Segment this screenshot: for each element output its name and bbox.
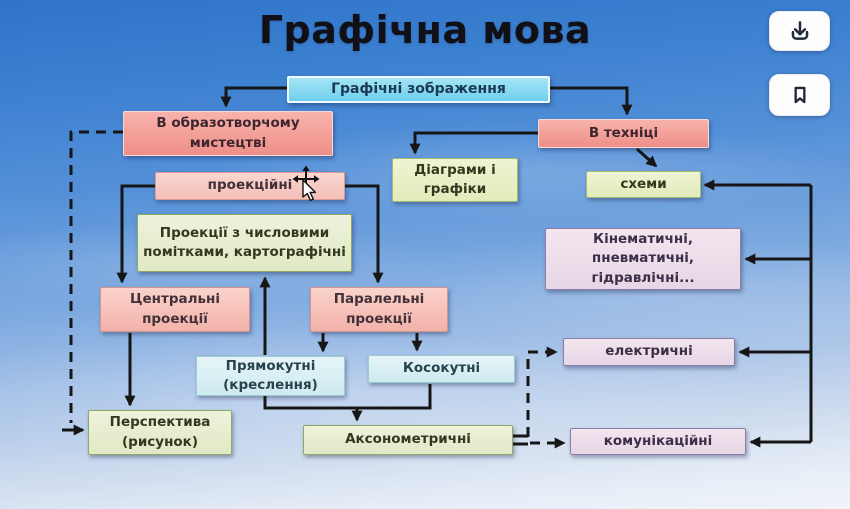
node-parallel-label: Паралельні проекції xyxy=(333,291,425,327)
node-technics: В техніці xyxy=(538,119,709,148)
node-numeric-marks-label: Проекції з числовими помітками, картогра… xyxy=(143,224,346,260)
node-axonometric-label: Аксонометричні xyxy=(345,431,471,448)
node-oblique-label: Косокутні xyxy=(402,360,481,377)
dash-axonometric-to-electric xyxy=(526,346,558,437)
cursor-cross-up xyxy=(302,165,310,171)
node-communication-label: комунікаційні xyxy=(603,432,713,449)
node-fine-arts-label: В образотворчому мистецтві xyxy=(156,115,300,151)
node-graphic-images: Графічні зображення xyxy=(287,76,550,103)
download-icon xyxy=(791,21,808,40)
node-graphic-images-label: Графічні зображення xyxy=(331,80,506,97)
node-kinematic-label: Кінематичні, пневматичні, гідравлічні... xyxy=(591,231,695,286)
page-title: Графічна мова xyxy=(258,8,592,52)
node-numeric-marks: Проекції з числовими помітками, картогра… xyxy=(137,214,352,272)
node-technics-label: В техніці xyxy=(588,124,659,141)
node-projection: проекційні xyxy=(155,172,345,200)
node-electric-label: електричні xyxy=(605,343,693,360)
node-perspective: Перспектива (рисунок) xyxy=(88,410,232,455)
node-projection-label: проекційні xyxy=(207,177,293,194)
node-schemes: схеми xyxy=(586,171,701,198)
node-communication: комунікаційні xyxy=(570,428,746,455)
node-central-label: Центральні проекції xyxy=(130,291,220,327)
arrow-technics-to-diagrams xyxy=(409,131,538,155)
node-schemes-label: схеми xyxy=(620,175,667,192)
bookmark-icon xyxy=(793,86,806,104)
node-kinematic: Кінематичні, пневматичні, гідравлічні... xyxy=(545,228,741,290)
arrow-root-to-fine-arts xyxy=(220,86,287,108)
node-central: Центральні проекції xyxy=(100,287,250,332)
node-axonometric: Аксонометричні xyxy=(303,425,513,455)
arrow-technics-to-schemes xyxy=(635,147,658,168)
node-rectangular: Прямокутні (креслення) xyxy=(196,356,345,396)
node-diagrams: Діаграми і графіки xyxy=(392,158,518,202)
node-parallel: Паралельні проекції xyxy=(310,287,448,332)
node-rectangular-label: Прямокутні (креслення) xyxy=(223,357,318,393)
node-fine-arts: В образотворчому мистецтві xyxy=(123,111,333,156)
dash-fine-arts-branch xyxy=(69,130,123,423)
bookmark-button[interactable] xyxy=(769,74,830,116)
node-oblique: Косокутні xyxy=(368,355,515,383)
node-electric: електричні xyxy=(563,338,735,366)
node-perspective-label: Перспектива (рисунок) xyxy=(109,414,211,450)
arrow-root-to-technics xyxy=(550,86,633,116)
node-diagrams-label: Діаграми і графіки xyxy=(414,161,496,197)
download-button[interactable] xyxy=(769,11,830,51)
